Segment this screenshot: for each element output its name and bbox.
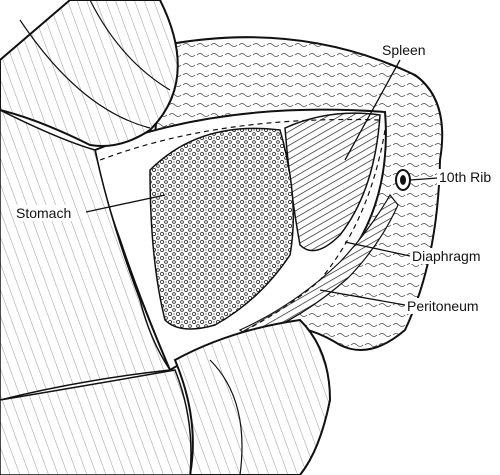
- label-tenth-rib: 10th Rib: [437, 169, 494, 185]
- retractor-lower-fold: [209, 359, 243, 475]
- leader-stomach: [85, 194, 166, 213]
- retractor-lower: [173, 318, 332, 475]
- diaphragm-band: [238, 193, 399, 339]
- label-stomach: Stomach: [14, 205, 74, 221]
- label-diaphragm: Diaphragm: [410, 248, 483, 264]
- retractor-upper: [0, 0, 179, 147]
- retractor-fold: [19, 19, 151, 129]
- left-drape: [0, 109, 172, 401]
- label-peritoneum: Peritoneum: [405, 298, 481, 314]
- leader-spleen: [344, 59, 401, 161]
- label-spleen: Spleen: [380, 42, 428, 58]
- leader-diaphragm: [344, 241, 411, 257]
- leader-peritoneum: [319, 289, 406, 306]
- leader-rib: [409, 177, 439, 181]
- bottom-drape: [0, 369, 192, 475]
- retractor-fold-2: [89, 0, 171, 91]
- stomach-shape: [149, 127, 295, 330]
- tenth-rib-core: [400, 175, 406, 185]
- wound-edge-sutures: [99, 118, 381, 161]
